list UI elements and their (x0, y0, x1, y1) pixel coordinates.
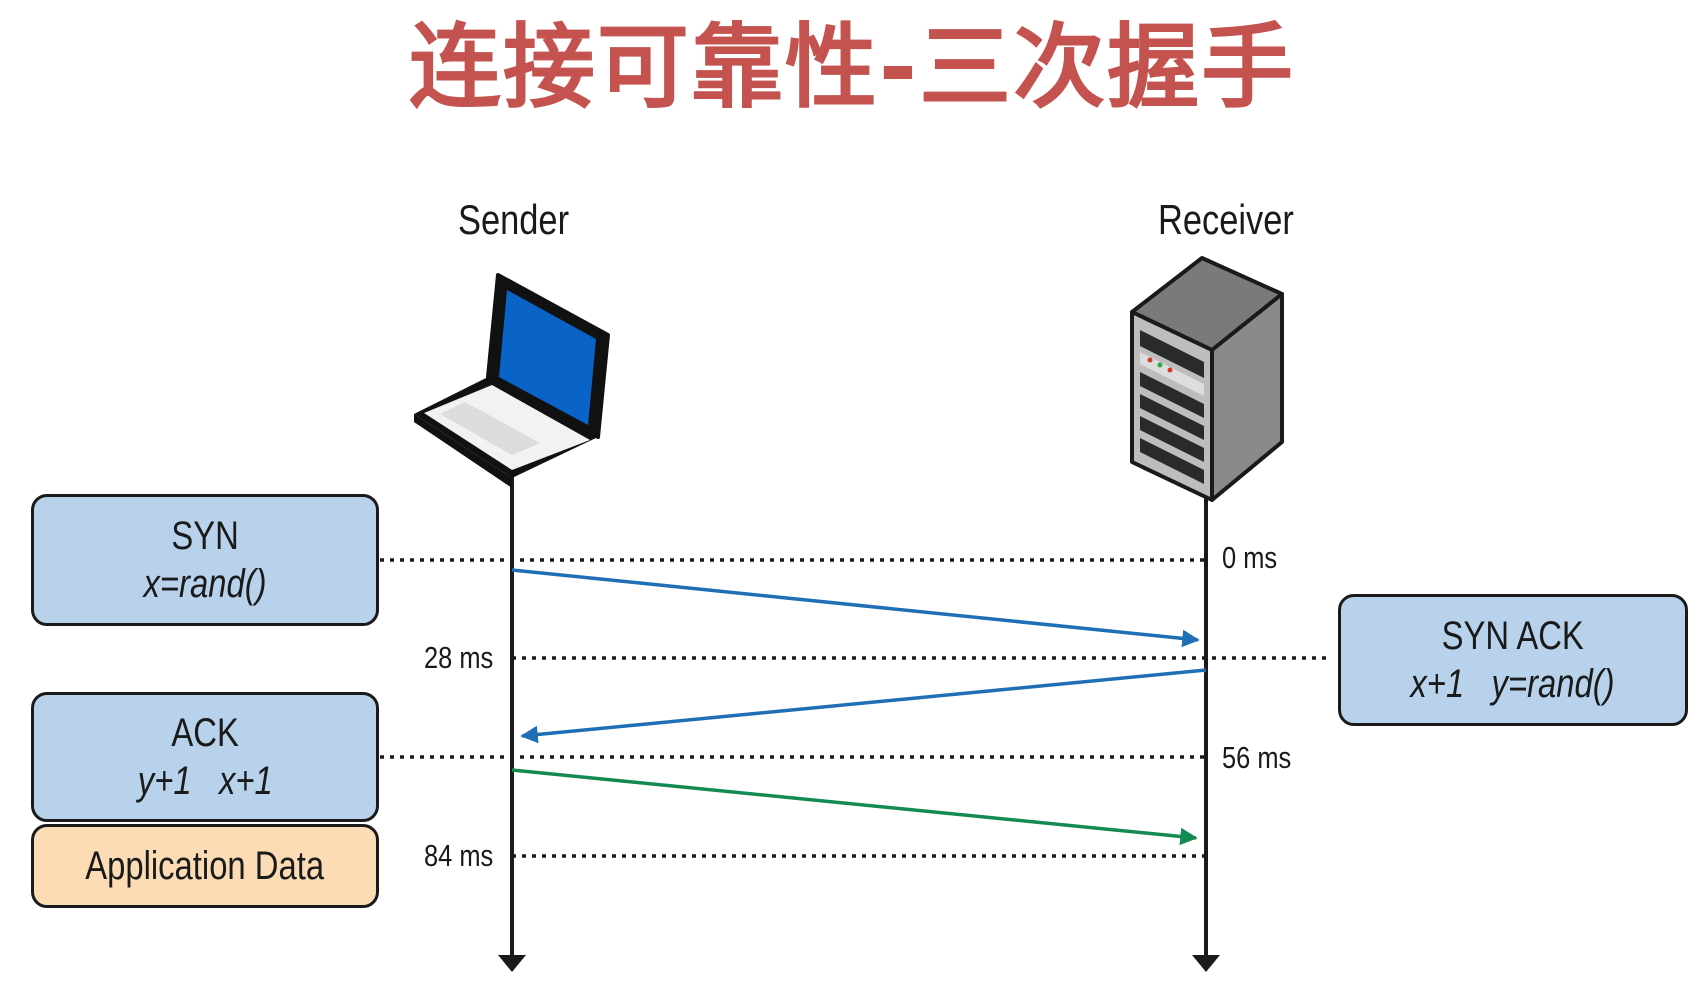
application-data-label: Application Data (85, 844, 325, 888)
syn-box-value: x=rand() (143, 562, 267, 606)
timing-0ms: 0 ms (1222, 540, 1278, 575)
syn-box: SYN x=rand() (31, 494, 379, 626)
ack-box: ACK y+1 x+1 (31, 692, 379, 822)
timing-84ms: 84 ms (424, 838, 494, 873)
timing-56ms: 56 ms (1222, 740, 1292, 775)
server-icon (1130, 256, 1284, 502)
sender-label: Sender (458, 196, 570, 243)
application-data-box: Application Data (31, 824, 379, 908)
ack-box-title: ACK (171, 711, 239, 755)
syn-ack-box: SYN ACK x+1 y=rand() (1338, 594, 1688, 726)
syn-ack-box-value: x+1 y=rand() (1410, 662, 1616, 706)
receiver-lifeline-arrowhead (1192, 955, 1220, 972)
syn-box-title: SYN (171, 514, 239, 558)
syn-ack-box-title: SYN ACK (1441, 614, 1585, 658)
syn-arrow (511, 568, 1200, 648)
sender-lifeline-arrowhead (498, 955, 526, 972)
laptop-icon (414, 273, 610, 488)
ack-arrow (511, 768, 1198, 846)
page-title: 连接可靠性-三次握手 (408, 14, 1296, 121)
syn-ack-arrow (520, 668, 1207, 744)
receiver-label: Receiver (1158, 196, 1294, 243)
ack-box-value: y+1 x+1 (137, 759, 273, 803)
timing-28ms: 28 ms (424, 640, 494, 675)
